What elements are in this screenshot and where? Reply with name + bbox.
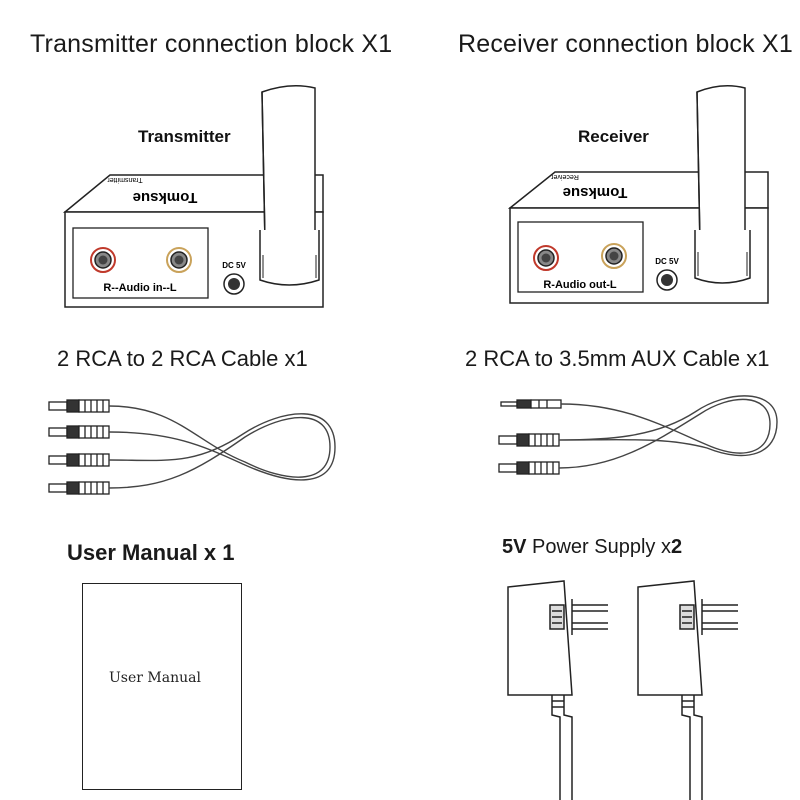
rca-cable-title: 2 RCA to 2 RCA Cable x1	[57, 346, 308, 371]
receiver-device-illustration: Tomksue Receiver R-Audio out-L DC 5V	[507, 85, 769, 304]
user-manual-booklet: User Manual	[82, 583, 242, 790]
user-manual-cover-text: User Manual	[109, 670, 201, 686]
power-supply-label: Power Supply x	[526, 536, 671, 558]
transmitter-brand-text: Tomksue	[133, 189, 198, 206]
receiver-small-print: Receiver	[551, 173, 579, 180]
receiver-device-label: Receiver	[578, 127, 649, 146]
power-supply-count: 2	[670, 536, 683, 558]
aux-cable-title: 2 RCA to 3.5mm AUX Cable x1	[465, 346, 770, 371]
transmitter-dc-label: DC 5V	[222, 261, 246, 270]
user-manual-title: User Manual x 1	[67, 540, 235, 565]
receiver-brand-text: Tomksue	[563, 184, 628, 201]
transmitter-device-illustration: Tomksue Transmitter R--Audio in--L DC 5V	[62, 85, 324, 308]
transmitter-device-label: Transmitter	[138, 127, 231, 146]
aux-cable-illustration	[498, 395, 778, 475]
power-supply-voltage: 5V	[502, 536, 527, 558]
transmitter-small-print: Transmitter	[107, 176, 143, 183]
power-supply-title: 5V Power Supply x2	[502, 536, 682, 559]
transmitter-section-title: Transmitter connection block X1	[30, 30, 393, 58]
receiver-section-title: Receiver connection block X1	[458, 30, 793, 58]
transmitter-port-label: R--Audio in--L	[103, 282, 177, 294]
power-supply-illustration	[507, 580, 738, 800]
rca-cable-illustration	[48, 399, 336, 495]
receiver-dc-label: DC 5V	[655, 257, 679, 266]
receiver-port-label: R-Audio out-L	[543, 279, 617, 291]
